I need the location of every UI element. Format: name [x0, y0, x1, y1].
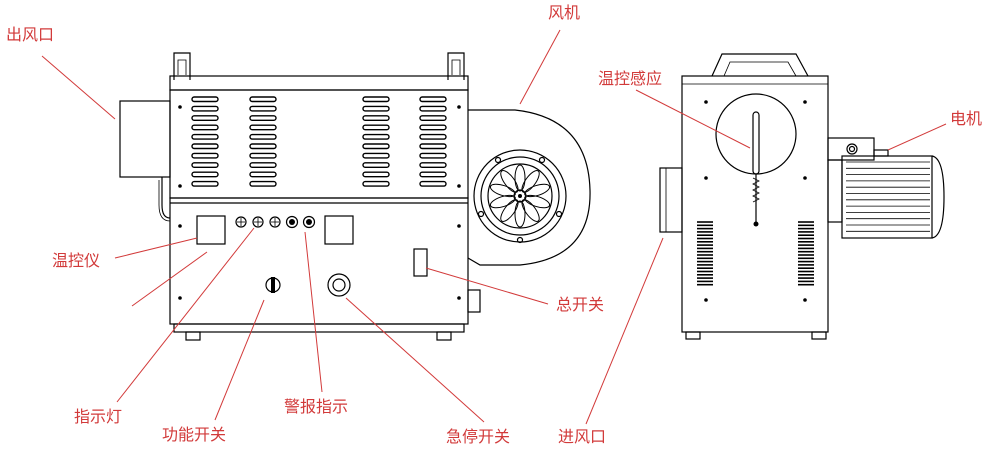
alarm-indicator-lights	[285, 215, 316, 229]
fan-blade	[524, 183, 551, 198]
emergency-stop-button	[327, 273, 351, 297]
louver-slot	[419, 96, 447, 103]
louver-slot	[419, 115, 447, 122]
louver-slot	[249, 96, 277, 103]
fan-blade	[500, 199, 519, 222]
fan-impeller	[489, 164, 551, 228]
louver-slot	[191, 171, 219, 178]
louver-slot	[362, 133, 390, 140]
label-motor: 电机	[950, 109, 982, 128]
front-view	[119, 52, 469, 341]
louver-slot	[419, 152, 447, 159]
louver-slot	[362, 124, 390, 131]
louver-slot	[362, 143, 390, 150]
label-inlet: 进风口	[558, 427, 606, 446]
louver-slot	[191, 152, 219, 159]
louver-slot	[419, 162, 447, 169]
louver-slot	[191, 96, 219, 103]
front-top-strip	[169, 75, 469, 91]
thermostat-display	[196, 215, 226, 245]
louver-slot	[249, 124, 277, 131]
louver-slot	[191, 133, 219, 140]
fan-blade	[521, 170, 540, 193]
side-vents	[697, 221, 814, 286]
fan-blade	[514, 164, 526, 192]
louver-slot	[419, 124, 447, 131]
label-thermostat: 温控仪	[52, 251, 100, 270]
louver-slot	[249, 152, 277, 159]
louver-slot	[191, 124, 219, 131]
labels: 出风口 风机 温控仪 总开关 指示灯 功能开关 警报指示 急停开关 温控感应 电…	[6, 3, 982, 446]
louver-slot	[191, 180, 219, 187]
louver-slot	[191, 143, 219, 150]
front-screws	[178, 105, 461, 300]
outlet-duct	[119, 100, 171, 178]
louver-slot	[191, 162, 219, 169]
label-fan: 风机	[548, 3, 580, 22]
blower-fan	[467, 109, 591, 313]
leader-lines	[41, 29, 947, 425]
inlet-duct	[659, 167, 683, 233]
second-display	[324, 215, 354, 245]
louver-slot	[362, 152, 390, 159]
front-louvers	[191, 96, 447, 187]
fan-blade	[500, 170, 519, 193]
louver-slot	[249, 171, 277, 178]
function-switch	[265, 277, 281, 293]
louver-slot	[362, 96, 390, 103]
label-main-switch: 总开关	[556, 295, 604, 314]
louver-slot	[191, 115, 219, 122]
louver-slot	[191, 105, 219, 112]
louver-slot	[419, 133, 447, 140]
louver-slot	[249, 143, 277, 150]
louver-slot	[362, 171, 390, 178]
louver-slot	[419, 105, 447, 112]
louver-slot	[249, 105, 277, 112]
blower-outlet-stub	[467, 289, 481, 313]
temperature-probe	[752, 111, 760, 227]
front-handles	[173, 52, 465, 80]
louver-slot	[419, 143, 447, 150]
louver-slot	[362, 105, 390, 112]
main-switch	[413, 248, 428, 277]
front-foot-right	[436, 331, 452, 341]
front-lower-panel	[169, 197, 469, 325]
sensor-cable	[161, 177, 171, 219]
fan-blade	[489, 183, 516, 198]
blower-bolts	[477, 156, 563, 244]
label-outlet: 出风口	[6, 25, 54, 44]
louver-slot	[249, 162, 277, 169]
louver-slot	[249, 115, 277, 122]
louver-slot	[249, 133, 277, 140]
louver-slot	[419, 171, 447, 178]
motor	[827, 137, 945, 239]
indicator-lights	[235, 216, 281, 228]
fan-blade	[521, 199, 540, 222]
label-indicator-light: 指示灯	[74, 407, 122, 426]
side-view	[659, 53, 945, 340]
front-foot-left	[185, 331, 201, 341]
louver-slot	[362, 162, 390, 169]
louver-slot	[419, 180, 447, 187]
fan-blade	[524, 194, 551, 209]
label-alarm-indicator: 警报指示	[284, 397, 348, 416]
label-temp-sensor: 温控感应	[598, 69, 662, 88]
label-emergency-stop: 急停开关	[446, 427, 510, 446]
louver-slot	[249, 180, 277, 187]
label-function-switch: 功能开关	[162, 425, 226, 444]
sensor-window	[715, 93, 797, 175]
front-base	[173, 323, 465, 333]
fan-blade	[489, 194, 516, 209]
louver-slot	[362, 180, 390, 187]
fan-blade	[514, 200, 526, 228]
side-screws	[704, 100, 807, 302]
louver-slot	[362, 115, 390, 122]
side-body	[681, 75, 829, 333]
